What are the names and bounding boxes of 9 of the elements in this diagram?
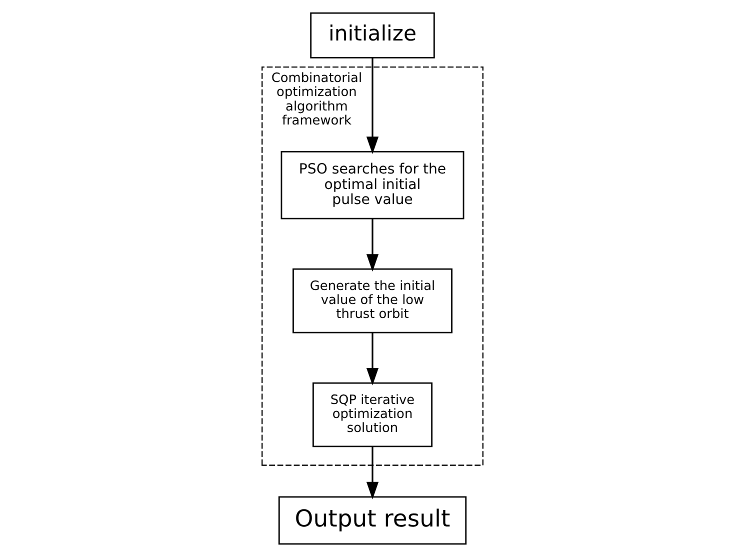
- arrow: [366, 446, 378, 500]
- node-box: SQP iterative optimization solution: [312, 382, 432, 448]
- arrow: [366, 58, 378, 154]
- node-box: Output result: [278, 496, 466, 545]
- node-box: Generate the initial value of the low thrust orbit: [292, 268, 452, 334]
- arrow: [366, 218, 378, 272]
- node-box: PSO searches for the optimal initial pulse value: [280, 150, 464, 220]
- node-box: initialize: [310, 12, 434, 58]
- arrow: [366, 332, 378, 386]
